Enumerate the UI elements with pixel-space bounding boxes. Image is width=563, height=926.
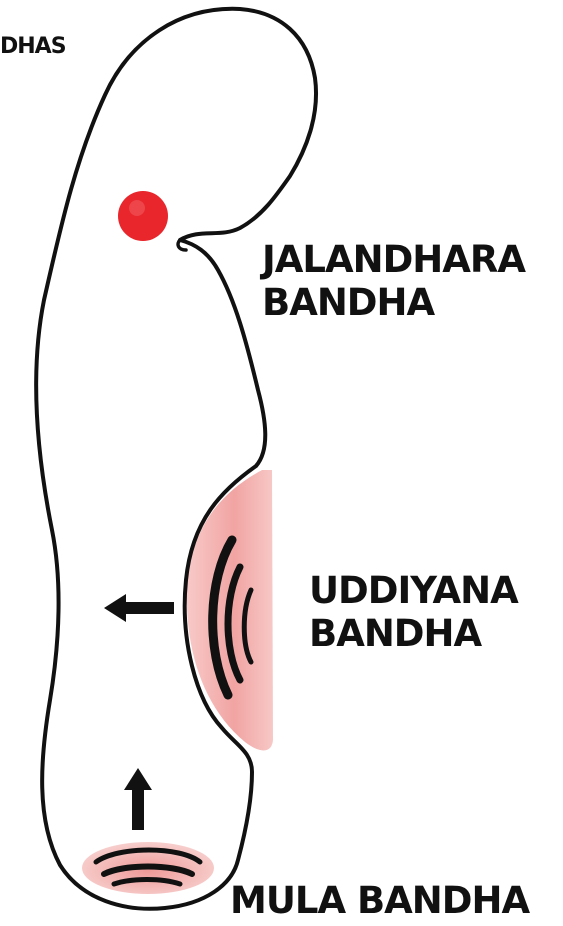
arrow-up-icon — [124, 768, 152, 830]
jalandhara-dot — [118, 191, 168, 241]
arrow-left-icon — [104, 594, 174, 622]
uddiyana-label-line1: UDDIYANA — [309, 572, 518, 609]
jalandhara-label-line1: JALANDHARA — [262, 241, 525, 278]
jalandhara-label-line2: BANDHA — [262, 284, 434, 321]
header-partial-title: DHAS — [0, 36, 66, 58]
body-outline — [36, 9, 316, 909]
mula-label: MULA BANDHA — [230, 882, 529, 919]
uddiyana-label-line2: BANDHA — [309, 615, 481, 652]
